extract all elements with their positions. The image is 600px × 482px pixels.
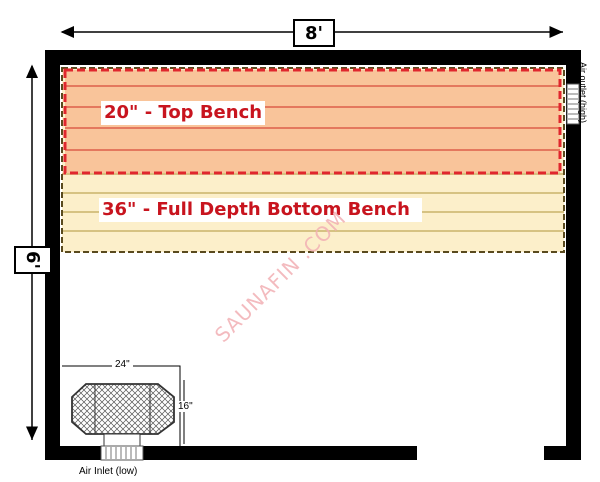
depth-label: 6' — [14, 246, 52, 274]
top-bench-label: 20" - Top Bench — [101, 101, 266, 125]
air-outlet-label: Air outlet (high) — [578, 62, 588, 124]
heater-depth-label: 16" — [177, 401, 194, 412]
heater-area — [62, 365, 185, 447]
walls — [45, 50, 581, 460]
heater-width-label: 24" — [112, 359, 133, 370]
bottom-bench-label: 36" - Full Depth Bottom Bench — [99, 198, 422, 222]
width-label: 8' — [293, 19, 335, 47]
air-inlet-vent — [100, 445, 144, 461]
air-outlet-vent — [566, 83, 580, 125]
air-inlet-label: Air Inlet (low) — [79, 466, 138, 477]
heater-icon — [71, 383, 175, 435]
